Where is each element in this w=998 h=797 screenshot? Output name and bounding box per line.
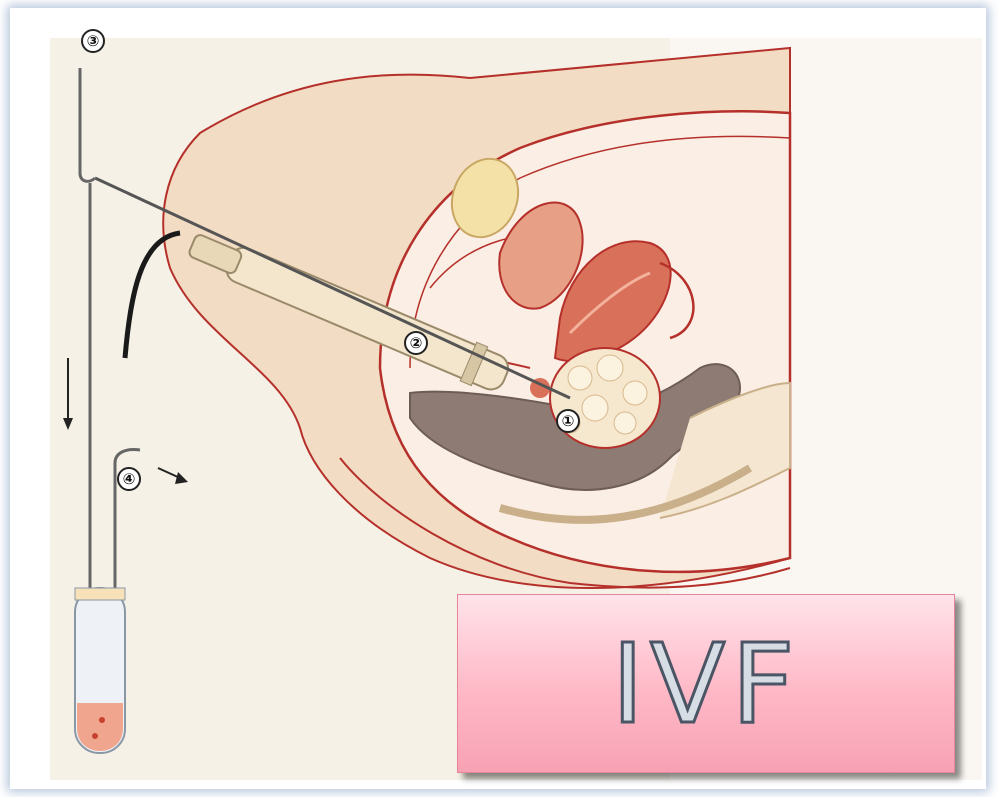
follicular-fluid bbox=[77, 703, 123, 751]
follicle bbox=[623, 381, 647, 405]
egg bbox=[99, 717, 105, 723]
flow-arrow-out-head bbox=[175, 472, 188, 484]
step-label-2: ② bbox=[404, 331, 428, 355]
step-label-3: ③ bbox=[81, 29, 105, 53]
follicle bbox=[568, 366, 592, 390]
title-banner: IVF bbox=[457, 594, 955, 773]
flow-arrow-down-head bbox=[63, 418, 73, 430]
step-label-1: ① bbox=[556, 409, 580, 433]
title-text: IVF bbox=[612, 629, 801, 739]
flow-arrow-out bbox=[158, 468, 180, 478]
follicle bbox=[614, 412, 636, 434]
follicle bbox=[597, 355, 623, 381]
tube-top bbox=[80, 68, 95, 181]
egg bbox=[92, 733, 98, 739]
tube-cap bbox=[75, 588, 125, 600]
follicle bbox=[582, 395, 608, 421]
step-label-4: ④ bbox=[117, 467, 141, 491]
